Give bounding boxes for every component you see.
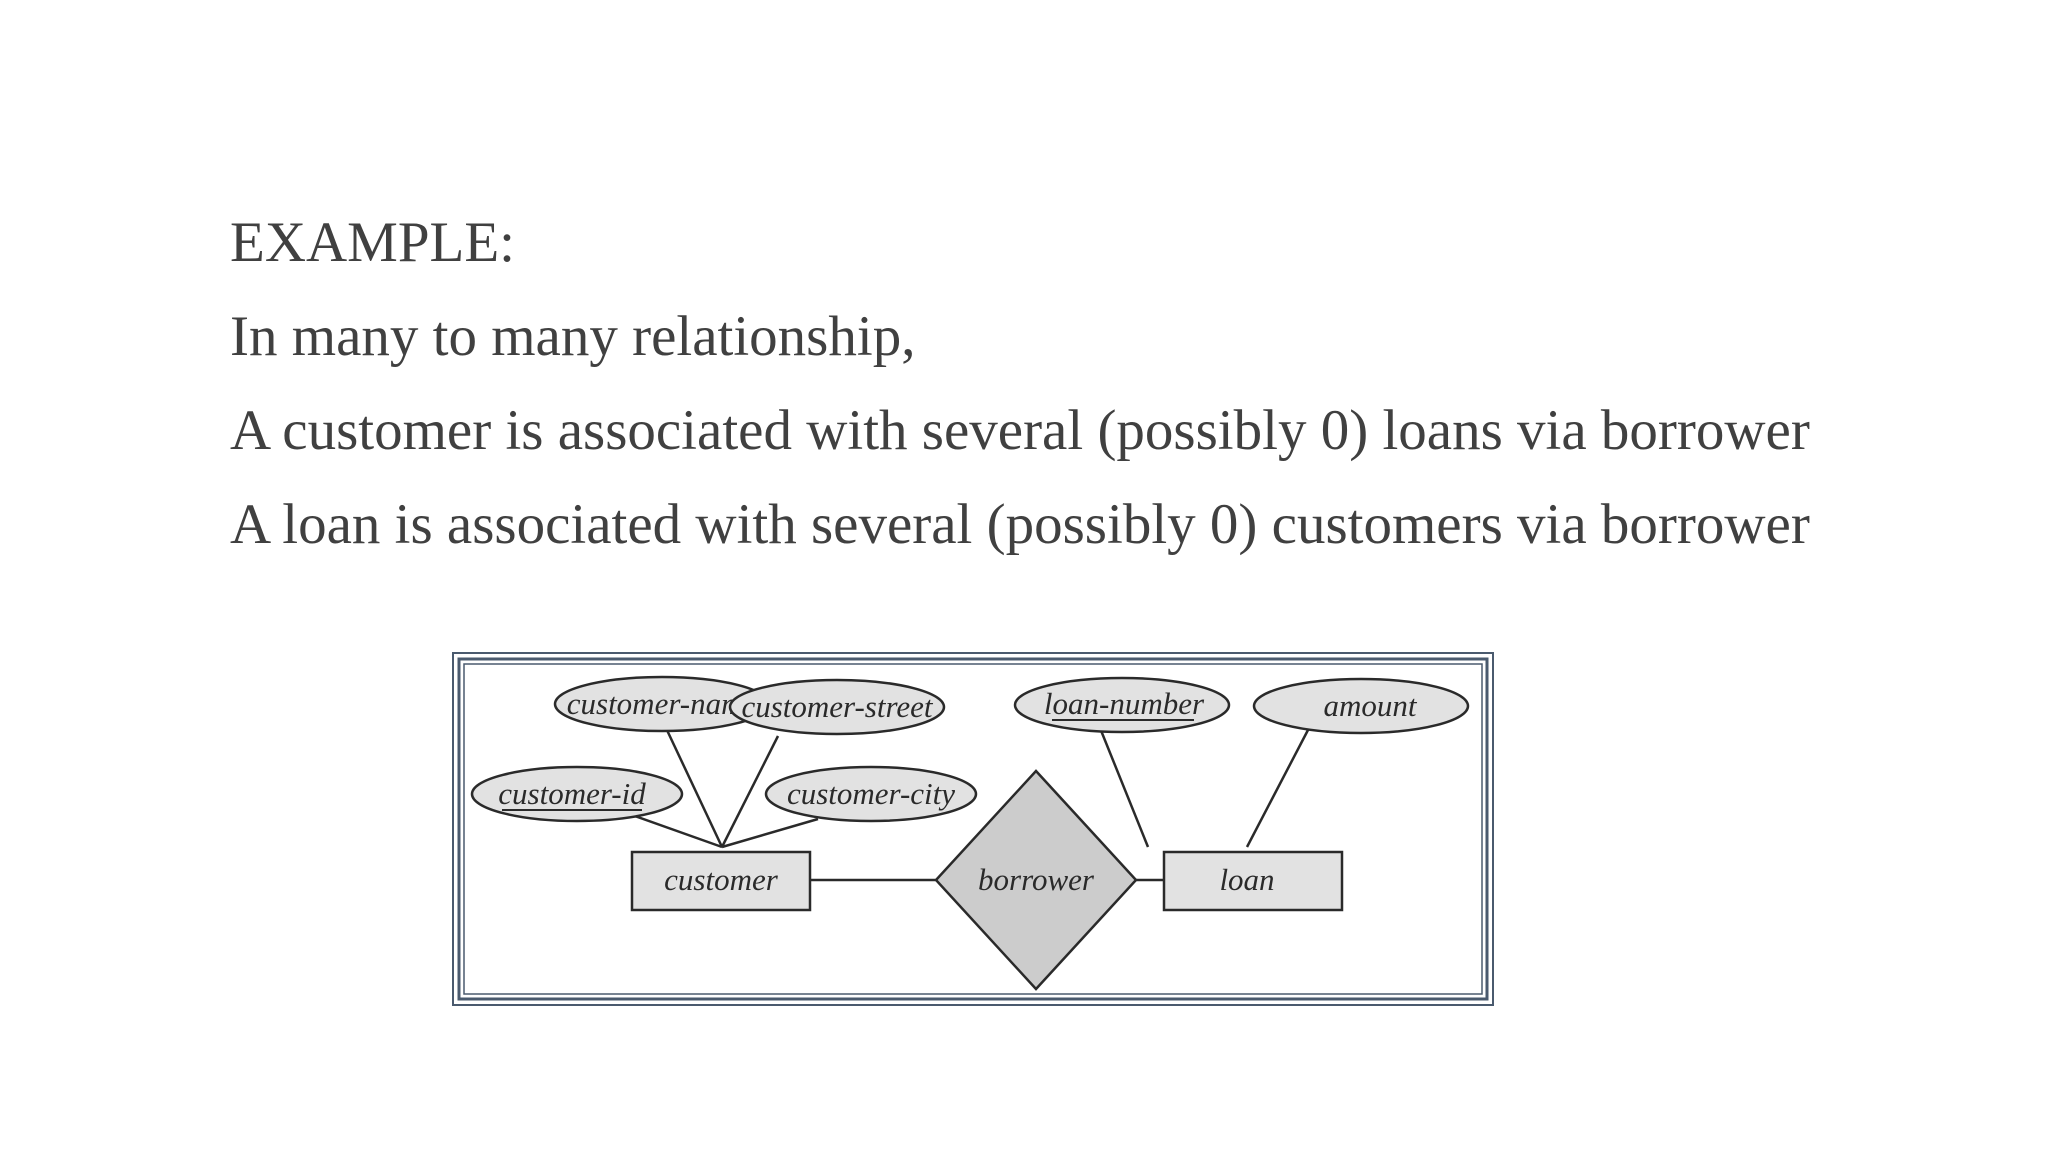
attribute-amount-label: amount: [1324, 688, 1418, 723]
relationship-borrower: borrower: [934, 769, 1138, 991]
line-customer-street: [720, 735, 780, 848]
line-customer-id: [631, 813, 723, 849]
attribute-customer-id-label: customer-id: [498, 776, 646, 811]
slide-line-3: A loan is associated with several (possi…: [230, 493, 1810, 556]
er-diagram-figure: customer-name customer-street customer-i…: [452, 652, 1494, 1006]
entity-loan-label: loan: [1219, 862, 1274, 897]
line-loan-number: [1098, 727, 1150, 848]
attribute-loan-number-label: loan-number: [1044, 686, 1205, 721]
attribute-customer-id: customer-id: [470, 765, 684, 823]
frame-middle: [457, 657, 1489, 1001]
relationship-borrower-label: borrower: [978, 862, 1095, 897]
line-customer-name: [664, 727, 724, 848]
attribute-customer-street: customer-street: [728, 678, 946, 736]
slide-line-1: In many to many relationship,: [230, 305, 916, 368]
er-diagram: customer-name customer-street customer-i…: [452, 652, 1494, 1006]
attribute-customer-name: customer-name: [553, 675, 771, 733]
attribute-customer-name-label: customer-name: [567, 686, 758, 721]
entity-loan: loan: [1162, 850, 1344, 912]
line-amount: [1245, 729, 1310, 848]
attribute-customer-street-label: customer-street: [741, 689, 933, 724]
line-customer-city: [721, 817, 819, 849]
entity-customer: customer: [630, 850, 812, 912]
slide-line-2: A customer is associated with several (p…: [230, 399, 1810, 462]
slide-text-block: EXAMPLE: In many to many relationship, A…: [230, 196, 1970, 572]
attribute-customer-city: customer-city: [764, 765, 978, 823]
slide-heading: EXAMPLE:: [230, 211, 515, 274]
frame-inner: [463, 663, 1483, 995]
attribute-customer-city-label: customer-city: [787, 776, 955, 811]
connector-lines: [631, 727, 1310, 882]
attribute-amount: amount: [1252, 677, 1470, 735]
entity-customer-label: customer: [664, 862, 779, 897]
attribute-loan-number: loan-number: [1013, 676, 1231, 734]
